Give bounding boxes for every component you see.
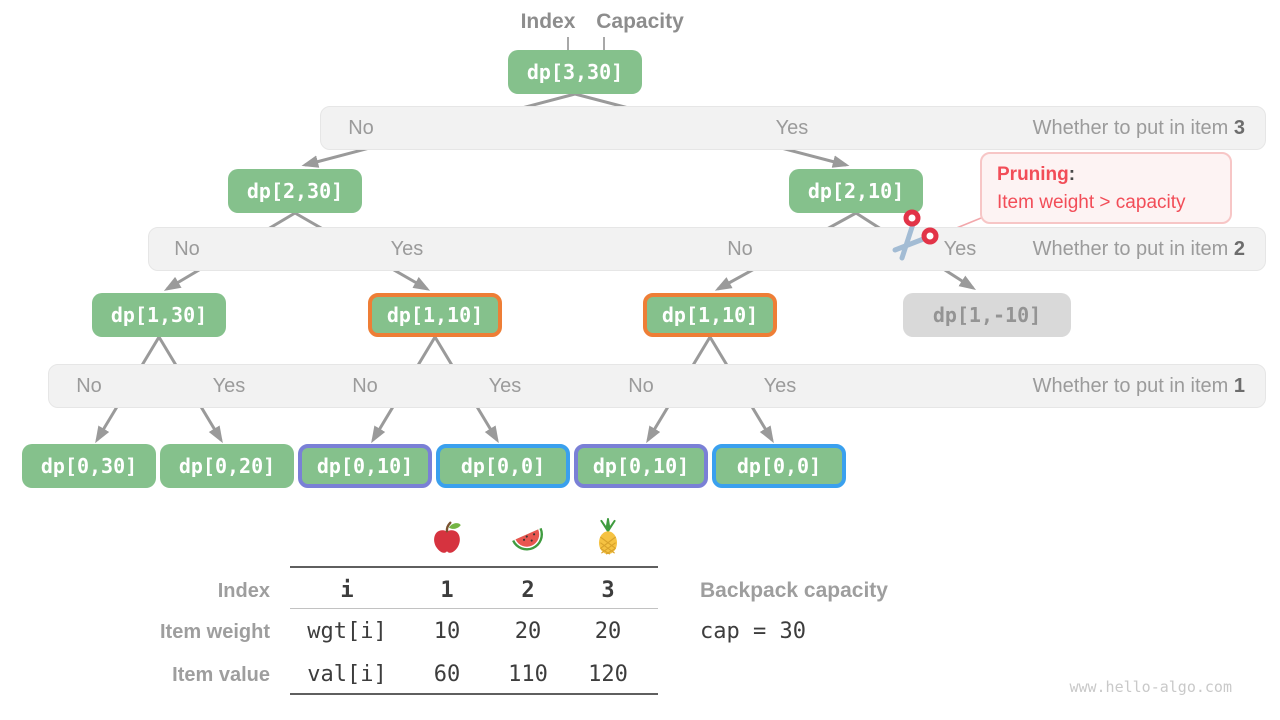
tree-node-dp-2-30: dp[2,30] bbox=[228, 169, 362, 213]
watermark: www.hello-algo.com bbox=[1069, 678, 1232, 696]
apple-icon bbox=[428, 518, 466, 561]
pruning-title-line: Pruning: bbox=[997, 161, 1215, 189]
pruning-callout: Pruning: Item weight > capacity bbox=[980, 152, 1232, 224]
band-choice-label: Yes bbox=[943, 238, 977, 260]
band-question: Whether to put in item 1 bbox=[1032, 375, 1245, 397]
tree-node-dp-2-10: dp[2,10] bbox=[789, 169, 923, 213]
decision-band-item-3: No Yes Whether to put in item 3 bbox=[320, 106, 1266, 150]
table-cell: 120 bbox=[588, 662, 628, 687]
tree-node-dp-0-30: dp[0,30] bbox=[22, 444, 156, 488]
band-choice-label: No bbox=[352, 375, 378, 397]
tree-node-dp-1-10: dp[1,10] bbox=[368, 293, 502, 337]
capacity-pointer-label: Capacity bbox=[596, 10, 684, 33]
band-choice-label: No bbox=[174, 238, 200, 260]
table-cell: 1 bbox=[440, 578, 454, 603]
tree-node-dp-0-10: dp[0,10] bbox=[574, 444, 708, 488]
decision-band-item-1: No Yes No Yes No Yes Whether to put in item 1 bbox=[48, 364, 1266, 408]
backpack-capacity-label: Backpack capacity bbox=[700, 579, 888, 602]
tree-node-dp-0-10: dp[0,10] bbox=[298, 444, 432, 488]
table-cell: 10 bbox=[433, 619, 461, 644]
tree-node-dp-0-0: dp[0,0] bbox=[436, 444, 570, 488]
table-cell: i bbox=[340, 578, 354, 603]
table-cell: 60 bbox=[433, 662, 461, 687]
tree-node-dp-3-30: dp[3,30] bbox=[508, 50, 642, 94]
scissors-icon bbox=[888, 208, 940, 271]
table-cell: 3 bbox=[601, 578, 615, 603]
table-rule bbox=[290, 608, 658, 609]
pruning-title: Pruning bbox=[997, 164, 1069, 185]
band-choice-label: No bbox=[628, 375, 654, 397]
tree-node-dp-1-30: dp[1,30] bbox=[92, 293, 226, 337]
band-question: Whether to put in item 2 bbox=[1032, 238, 1245, 260]
band-question-item-number: 2 bbox=[1233, 238, 1245, 260]
tree-node-dp-1-10: dp[1,-10] bbox=[903, 293, 1071, 337]
band-choice-label: No bbox=[727, 238, 753, 260]
pruning-colon: : bbox=[1068, 164, 1076, 185]
band-choice-label: No bbox=[348, 117, 374, 139]
watermelon-icon bbox=[509, 518, 547, 561]
index-pointer-label: Index bbox=[520, 10, 576, 33]
table-cell: 20 bbox=[594, 619, 622, 644]
band-question: Whether to put in item 3 bbox=[1032, 117, 1245, 139]
tree-node-dp-1-10: dp[1,10] bbox=[643, 293, 777, 337]
table-cell: 2 bbox=[521, 578, 535, 603]
table-row-label: Item weight bbox=[159, 621, 270, 643]
tree-node-dp-0-0: dp[0,0] bbox=[712, 444, 846, 488]
band-choice-label: Yes bbox=[763, 375, 797, 397]
tree-node-dp-0-20: dp[0,20] bbox=[160, 444, 294, 488]
backpack-capacity-value: cap = 30 bbox=[700, 619, 806, 644]
band-choice-label: Yes bbox=[775, 117, 809, 139]
table-row-label: Item value bbox=[172, 664, 270, 686]
pruning-body: Item weight > capacity bbox=[997, 192, 1186, 213]
table-cell: wgt[i] bbox=[307, 619, 387, 644]
band-choice-label: Yes bbox=[212, 375, 246, 397]
band-choice-label: Yes bbox=[488, 375, 522, 397]
pineapple-icon bbox=[589, 518, 627, 561]
band-question-item-number: 1 bbox=[1233, 375, 1245, 397]
table-cell: val[i] bbox=[307, 662, 387, 687]
table-cell: 20 bbox=[514, 619, 542, 644]
band-choice-label: No bbox=[76, 375, 102, 397]
band-question-item-number: 3 bbox=[1233, 117, 1245, 139]
table-cell: 110 bbox=[508, 662, 548, 687]
table-row-label: Index bbox=[217, 580, 270, 602]
band-choice-label: Yes bbox=[390, 238, 424, 260]
table-rule bbox=[290, 566, 658, 568]
table-rule bbox=[290, 693, 658, 695]
decision-band-item-2: No Yes No Yes Whether to put in item 2 bbox=[148, 227, 1266, 271]
